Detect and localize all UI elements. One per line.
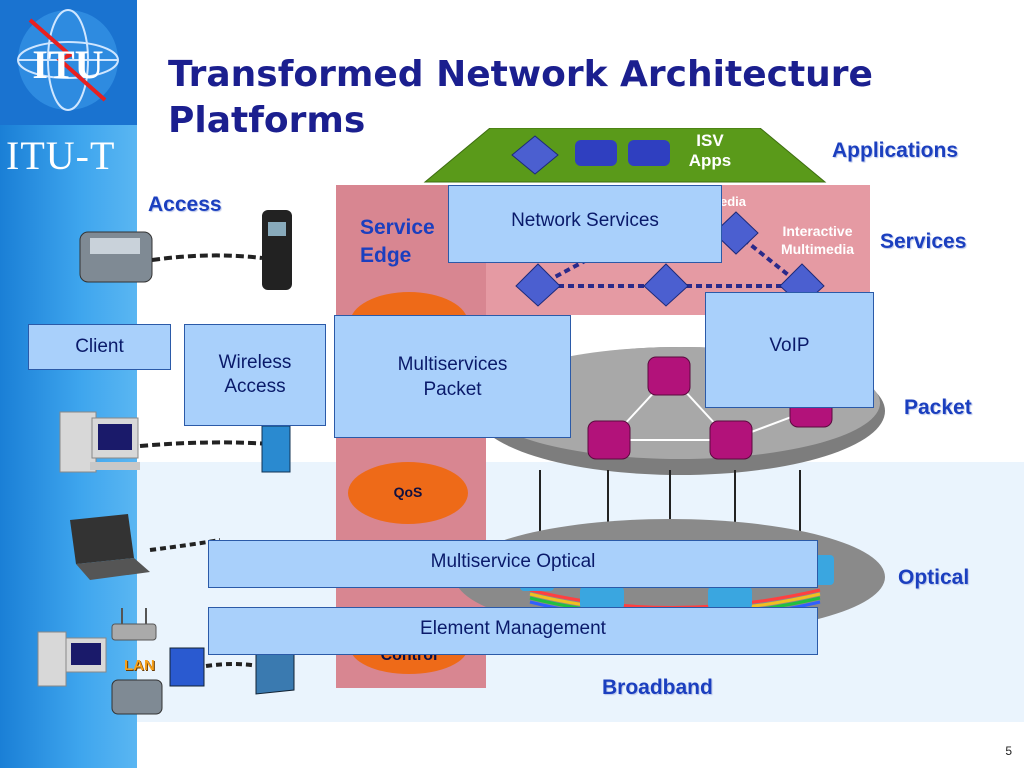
- database-icon: [628, 140, 670, 166]
- brand-label: ITU-T: [6, 133, 116, 178]
- multiservices-packet-callout: Multiservices Packet: [334, 315, 571, 438]
- wireless-access-line-1: Wireless: [218, 352, 292, 373]
- cordless-phone-icon: [262, 210, 292, 290]
- qos-label: QoS: [393, 484, 423, 500]
- packet-router-icon: [647, 356, 691, 396]
- optical-node-icon: [580, 587, 624, 609]
- layer-label-services: Services: [880, 230, 967, 253]
- media-label: edia: [720, 194, 747, 209]
- element-management-callout: Element Management: [208, 607, 818, 655]
- phone-icon: [79, 231, 153, 283]
- multiservice-optical-label: Multiservice Optical: [430, 551, 596, 572]
- laptop-icon: [70, 514, 150, 580]
- desktop-computer-icon: [59, 411, 140, 473]
- service-edge-label: Service Edge: [360, 216, 435, 267]
- voip-label: VoIP: [769, 335, 810, 356]
- client-label: Client: [75, 336, 124, 357]
- wireless-access-line-2: Access: [224, 376, 286, 397]
- lan-switch-icon: [169, 647, 205, 687]
- multiservices-packet-line-2: Packet: [423, 379, 482, 400]
- lan-phone-icon: [111, 679, 163, 715]
- access-switch-icon: [261, 425, 291, 473]
- layer-label-applications: Applications: [832, 139, 959, 162]
- lan-router-icon: [111, 608, 157, 641]
- applications-platform: [423, 128, 827, 183]
- lan-label: LAN: [124, 657, 155, 674]
- packet-router-icon: [587, 420, 631, 460]
- optical-node-icon: [708, 587, 752, 609]
- network-services-label: Network Services: [511, 210, 659, 231]
- app-diamond-icon: [511, 135, 559, 175]
- packet-router-icon: [709, 420, 753, 460]
- isv-apps-label: ISV Apps: [688, 131, 732, 170]
- client-callout: Client: [28, 324, 171, 370]
- page-title: Transformed Network Architecture Platfor…: [168, 54, 873, 141]
- layer-label-broadband: Broadband: [602, 676, 713, 699]
- logo-text: ITU: [32, 42, 103, 87]
- element-management-label: Element Management: [420, 618, 606, 639]
- voip-callout: VoIP: [705, 292, 874, 408]
- multiservices-packet-line-1: Multiservices: [397, 354, 508, 375]
- lan-computer-icon: [37, 631, 107, 687]
- database-icon: [575, 140, 617, 166]
- service-node-icon: [643, 263, 689, 307]
- services-network: [515, 211, 825, 307]
- layer-label-access: Access: [148, 193, 222, 216]
- layer-label-packet: Packet: [904, 396, 972, 419]
- qos-oval: [348, 462, 468, 524]
- interactive-multimedia-label: Interactive Multimedia: [780, 223, 855, 257]
- access-devices: [37, 210, 295, 715]
- layer-label-optical: Optical: [898, 566, 970, 589]
- multiservice-optical-callout: Multiservice Optical: [208, 540, 818, 588]
- service-node-icon: [515, 263, 561, 307]
- wireless-access-callout: Wireless Access: [184, 324, 326, 426]
- page-number: 5: [1005, 744, 1012, 758]
- network-services-callout: Network Services: [448, 185, 722, 263]
- itu-logo: ITU: [0, 0, 137, 125]
